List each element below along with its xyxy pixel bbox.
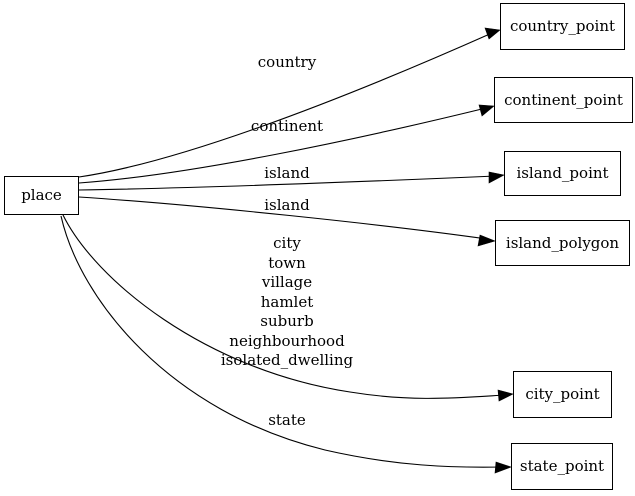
- node-continent-point-label: continent_point: [504, 90, 623, 109]
- edge-country-arrowhead: [484, 27, 501, 40]
- edge-continent-arrowhead: [478, 104, 495, 117]
- node-place[interactable]: place: [4, 176, 79, 215]
- edge-island-polygon-arrowhead: [477, 234, 496, 247]
- edge-group-city: [62, 214, 514, 402]
- node-island-point-label: island_point: [516, 164, 609, 182]
- edge-state-arrowhead: [494, 461, 512, 474]
- edge-continent-path[interactable]: [78, 107, 487, 184]
- node-state-point[interactable]: state_point: [511, 443, 613, 490]
- edge-island-point-path[interactable]: [78, 175, 497, 191]
- edge-label-state: state: [268, 411, 306, 429]
- node-country-point-label: country_point: [509, 17, 616, 35]
- node-city-point[interactable]: city_point: [513, 371, 612, 418]
- edge-label-island-point: island: [264, 164, 310, 182]
- node-place-label: place: [21, 186, 62, 204]
- edge-island-point-arrowhead: [488, 171, 505, 184]
- edge-country-path[interactable]: [78, 32, 493, 178]
- node-continent-point[interactable]: continent_point: [494, 77, 633, 123]
- edge-group-continent: [78, 104, 495, 184]
- node-island-point[interactable]: island_point: [504, 151, 621, 196]
- edge-city-arrowhead: [497, 389, 514, 402]
- edge-city-path[interactable]: [62, 214, 506, 399]
- node-state-point-label: state_point: [519, 457, 605, 475]
- node-island-polygon[interactable]: island_polygon: [495, 220, 630, 266]
- node-city-point-label: city_point: [525, 385, 600, 403]
- edge-group-island-point: [78, 171, 505, 191]
- edge-label-city-group: city town village hamlet suburb neighbou…: [220, 234, 354, 369]
- edge-island-polygon-path[interactable]: [78, 196, 488, 240]
- edge-group-state: [60, 215, 512, 474]
- edge-group-country: [78, 27, 501, 178]
- edge-label-continent: continent: [250, 117, 324, 135]
- node-island-polygon-label: island_polygon: [505, 233, 620, 252]
- edge-label-country: country: [257, 53, 317, 71]
- edge-group-island-polygon: [78, 196, 496, 247]
- node-country-point[interactable]: country_point: [500, 3, 625, 50]
- edge-state-path[interactable]: [60, 215, 504, 468]
- edge-label-island-polygon: island: [264, 196, 310, 214]
